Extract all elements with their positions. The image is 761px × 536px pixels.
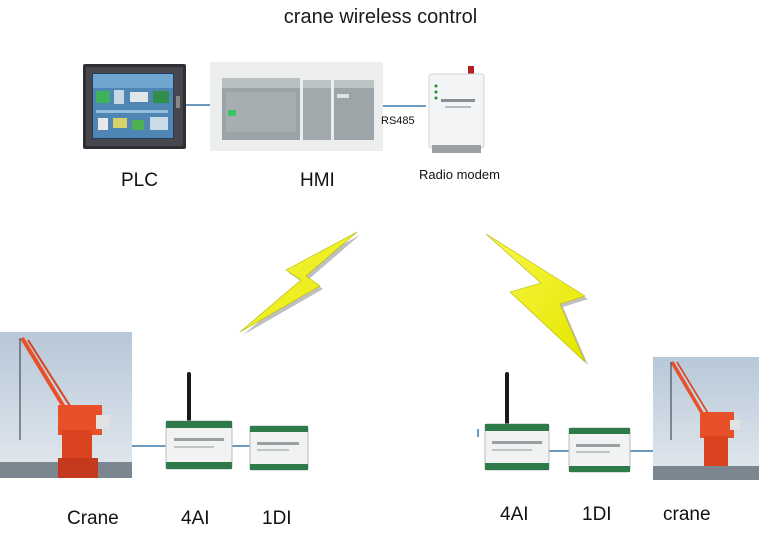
- right-4ai-module-image: [485, 372, 549, 470]
- hmi-label: HMI: [300, 170, 335, 192]
- plc-panel-image: [83, 64, 186, 149]
- right-4ai-label: 4AI: [500, 504, 529, 526]
- left-4ai-module-image: [166, 372, 232, 469]
- radio-modem-label: Radio modem: [419, 167, 500, 182]
- left-1di-module-image: [250, 426, 308, 470]
- right-lightning-icon: [486, 234, 588, 365]
- left-crane-label: Crane: [67, 508, 119, 530]
- left-lightning-icon: [240, 232, 360, 335]
- right-1di-label: 1DI: [582, 504, 612, 526]
- radio-modem-image: [429, 66, 484, 153]
- hmi-module-image: [210, 62, 383, 151]
- right-crane-image: [653, 357, 759, 480]
- rs485-label: RS485: [381, 115, 415, 127]
- right-1di-module-image: [569, 428, 630, 472]
- left-crane-image: [0, 332, 132, 478]
- left-1di-label: 1DI: [262, 508, 292, 530]
- left-4ai-label: 4AI: [181, 508, 210, 530]
- plc-label: PLC: [121, 170, 158, 192]
- right-crane-label: crane: [663, 504, 711, 526]
